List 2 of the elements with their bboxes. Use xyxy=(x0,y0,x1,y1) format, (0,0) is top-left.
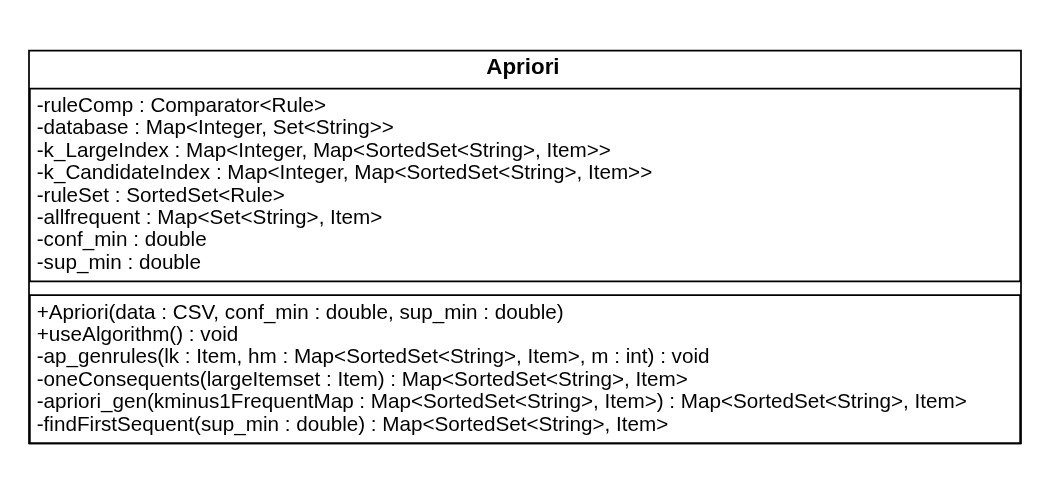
node-box: +Apriori(data : CSV, conf_min : double, sup_min : double) +useAlgorithm() : void -ap_genrules(lk : Item, hm : Map<SortedSet<String>, Item>, m : int) : void -oneConsequents(largeItemset : Item) : Map<SortedSet<String>, Item> -apriori_gen(kminus1FrequentMap : Map<SortedSet<String>, Item>) : Map<SortedSet<String>, Item> -findFirstSequent(sup_min : double) : Map<SortedSet<String>, Item> xyxy=(29,294,1021,445)
node-box: -ruleComp : Comparator<Rule> -database : Map<Integer, Set<String>> -k_LargeIndex : Map<Integer, Map<SortedSet<String>, Item>> -k_CandidateIndex : Map<Integer, Map<SortedSet<String>, Item>> -ruleSet : SortedSet<Rule> -allfrequent : Map<Set<String>, Item> -conf_min : double -sup_min : double xyxy=(29,87,1021,283)
